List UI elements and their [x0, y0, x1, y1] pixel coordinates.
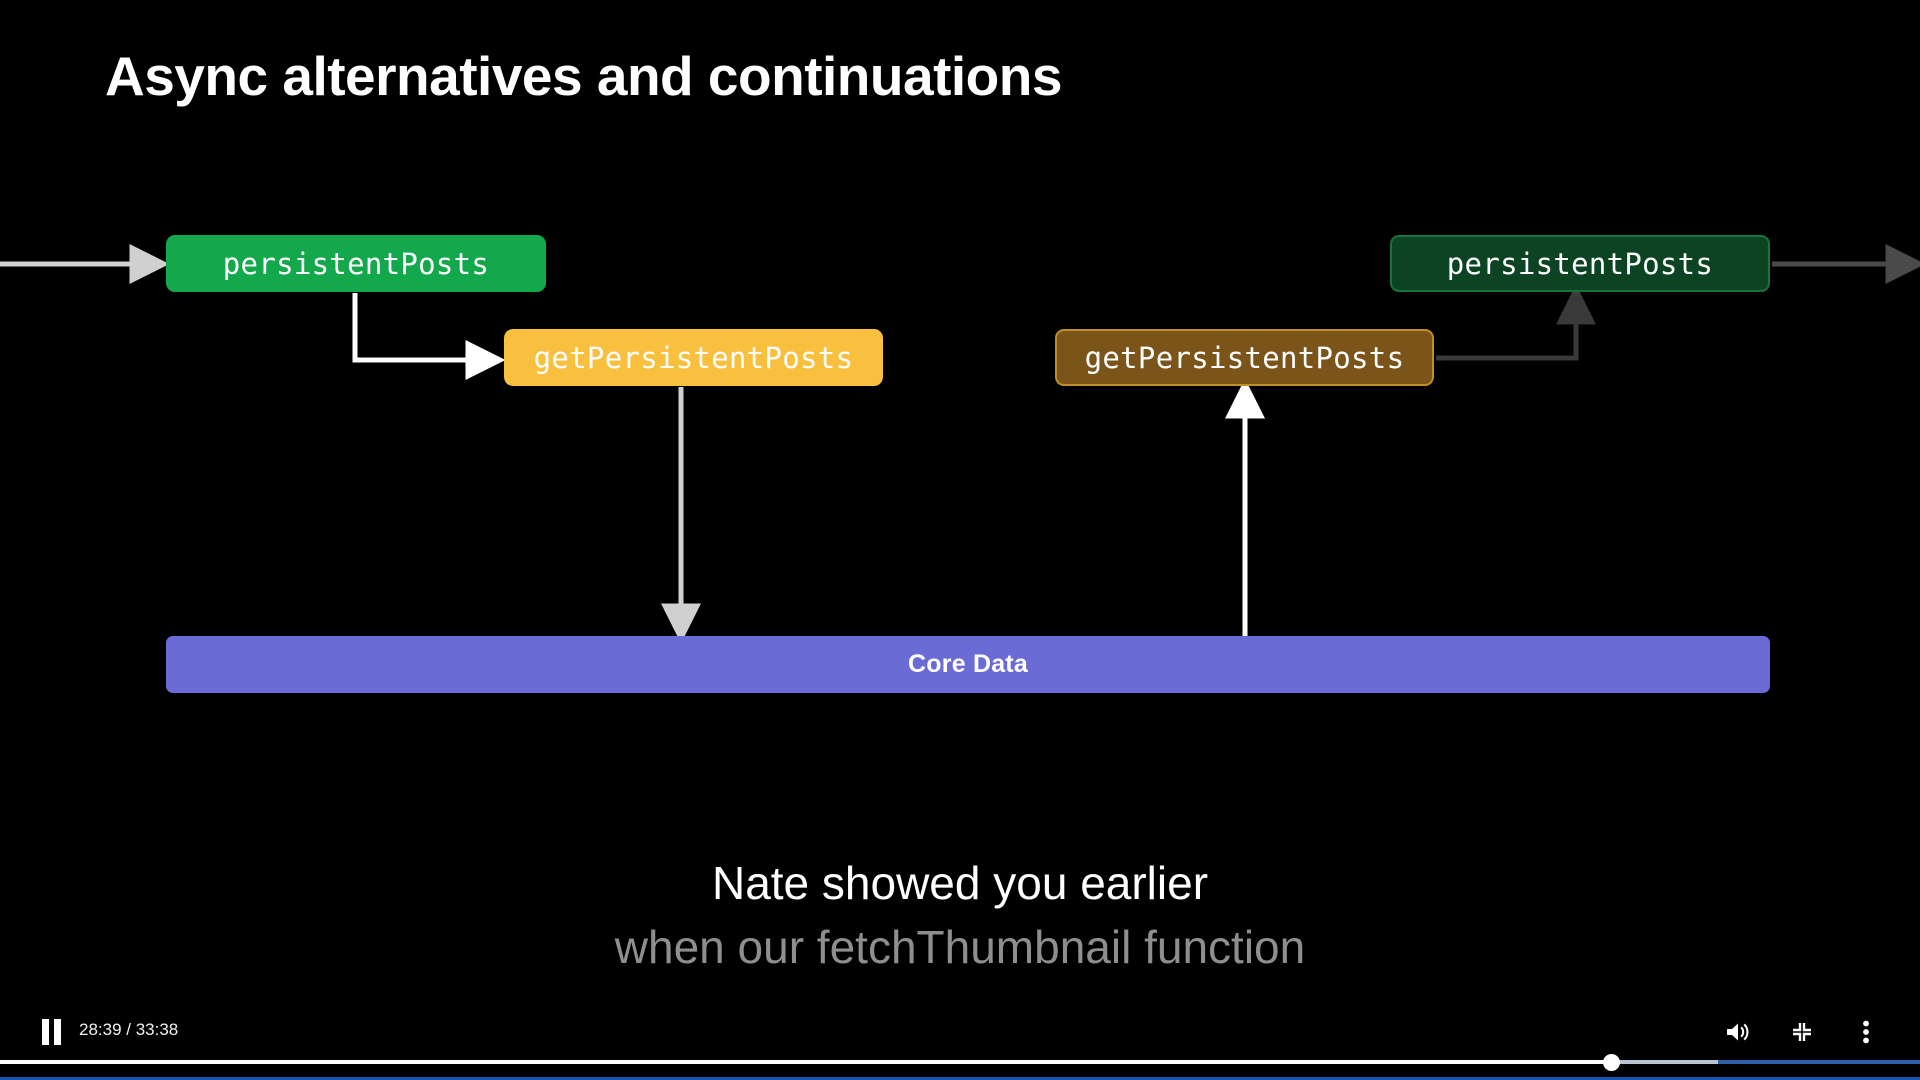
- subtitle-block: Nate showed you earlier when our fetchTh…: [0, 856, 1920, 975]
- pause-icon-bar-left: [41, 1019, 49, 1045]
- subtitle-line-next: when our fetchThumbnail function: [614, 921, 1306, 974]
- more-vertical-icon: [1863, 1020, 1869, 1044]
- page-title: Async alternatives and continuations: [105, 45, 1062, 107]
- time-display: 28:39 / 33:38: [79, 1020, 179, 1039]
- player-controls-row: 28:39 / 33:38: [0, 1005, 1920, 1059]
- subtitle-line-current: Nate showed you earlier: [711, 857, 1209, 909]
- exit-fullscreen-button[interactable]: [1783, 1013, 1821, 1051]
- pause-button[interactable]: [35, 1016, 67, 1048]
- node-persistent-posts-left: persistentPosts: [166, 235, 546, 292]
- more-options-button[interactable]: [1847, 1013, 1885, 1051]
- progress-bar-handle[interactable]: [1603, 1054, 1620, 1071]
- pause-icon-bar-right: [53, 1019, 61, 1045]
- node-get-persistent-posts-left: getPersistentPosts: [504, 329, 883, 386]
- node-persistent-posts-right: persistentPosts: [1390, 235, 1770, 292]
- progress-bar-track[interactable]: [0, 1060, 1920, 1064]
- persistent-to-get-arrow: [352, 293, 506, 380]
- get-to-persistent-return-arrow: [1436, 284, 1596, 361]
- volume-button[interactable]: [1719, 1013, 1757, 1051]
- node-core-data: Core Data: [166, 636, 1770, 693]
- player-control-bar: 28:39 / 33:38: [0, 1005, 1920, 1080]
- progress-bar-played: [0, 1060, 1610, 1064]
- volume-high-icon: [1727, 1023, 1749, 1041]
- node-get-persistent-posts-right: getPersistentPosts: [1055, 329, 1434, 386]
- exit-fullscreen-icon: [1793, 1023, 1811, 1041]
- player-bottom-border: [0, 1077, 1920, 1080]
